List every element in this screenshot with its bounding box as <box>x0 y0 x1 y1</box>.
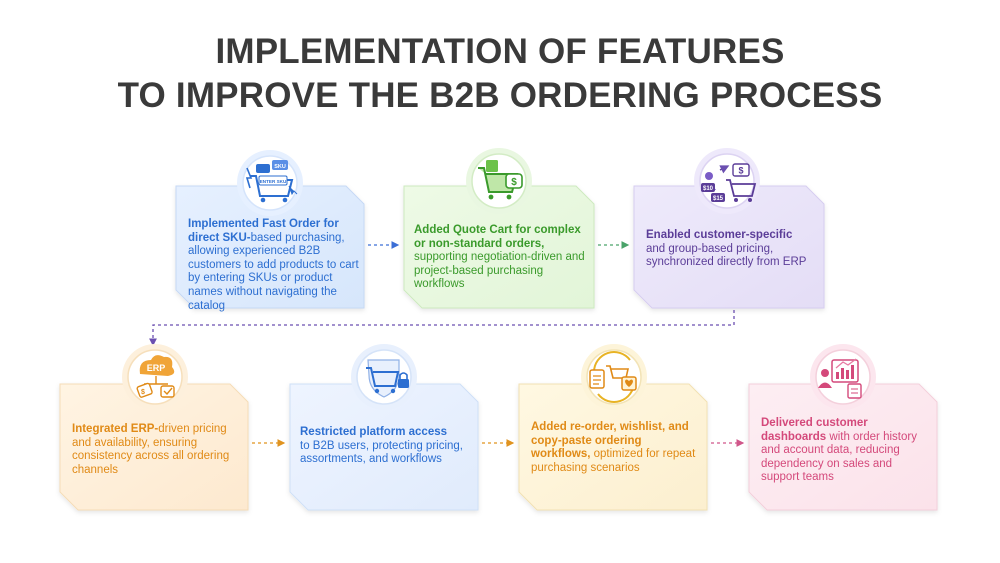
icon-label-price-15: $15 <box>713 196 724 202</box>
card-reorder-bold: Added re-order, wishlist, and copy-paste… <box>531 421 689 461</box>
card-quote-cart-body: supporting negotiation-driven and projec… <box>414 251 585 291</box>
dashboard-icon <box>810 344 876 410</box>
card-restricted-access-shape <box>289 383 479 511</box>
card-erp-integration-text: Integrated ERP-driven pricing and availa… <box>72 423 240 477</box>
card-dashboards-shape <box>748 383 938 511</box>
card-quote-cart-shape <box>403 185 595 309</box>
card-reorder-shape <box>518 383 708 511</box>
pricing-dollar-glyph: $ <box>738 166 743 176</box>
card-dashboards-body: with order history and account data, red… <box>761 430 917 484</box>
title-line-2: TO IMPROVE THE B2B ORDERING PROCESS <box>117 76 883 115</box>
connector-3-4 <box>149 310 735 347</box>
icon-label-price-10: $10 <box>703 186 714 192</box>
erp-cloud-icon: ERP $ <box>122 344 188 410</box>
page-title: IMPLEMENTATION OF FEATURES TO IMPROVE TH… <box>0 30 1000 118</box>
card-quote-cart-text: Added Quote Cart for complex or non-stan… <box>414 224 590 292</box>
card-reorder-text: Added re-order, wishlist, and copy-paste… <box>531 421 703 475</box>
card-restricted-access-bold: Restricted platform access <box>300 426 448 438</box>
cart-sku-icon: SKU ENTER SKU <box>237 150 303 216</box>
card-customer-pricing-bold: Enabled customer-specific <box>646 229 793 241</box>
card-customer-pricing-shape <box>633 185 825 309</box>
card-fast-order-bold: Implemented Fast Order for direct SKU- <box>188 218 339 244</box>
pricing-icon: $10 $15 $ <box>694 148 760 214</box>
card-fast-order-body: based purchasing, allowing experienced B… <box>188 231 359 312</box>
reorder-icon <box>581 344 647 410</box>
card-fast-order-shape <box>175 185 365 309</box>
card-erp-integration-bold: Integrated ERP- <box>72 423 159 435</box>
icon-label-sku: SKU <box>274 164 286 170</box>
card-dashboards-bold: Delivered customer dashboards <box>761 417 868 443</box>
card-fast-order-text: Implemented Fast Order for direct SKU-ba… <box>188 218 360 313</box>
quote-dollar-glyph: $ <box>511 177 517 188</box>
quote-cart-icon: $ <box>466 148 532 214</box>
card-dashboards-text: Delivered customer dashboards with order… <box>761 417 933 485</box>
erp-dollar-glyph: $ <box>141 389 145 396</box>
card-reorder-body: optimized for repeat purchasing scenario… <box>531 448 696 474</box>
card-erp-integration-shape <box>59 383 249 511</box>
icon-label-erp: ERP <box>147 363 166 373</box>
card-erp-integration-body: driven pricing and availability, ensurin… <box>72 423 230 476</box>
secure-cart-icon <box>351 344 417 410</box>
title-line-1: IMPLEMENTATION OF FEATURES <box>215 32 785 71</box>
icon-label-enter-sku: ENTER SKU <box>260 179 287 184</box>
card-restricted-access-body: to B2B users, protecting pricing, assort… <box>300 439 463 466</box>
card-customer-pricing-body: and group-based pricing, synchronized di… <box>646 242 807 269</box>
card-quote-cart-bold: Added Quote Cart for complex or non-stan… <box>414 224 581 250</box>
